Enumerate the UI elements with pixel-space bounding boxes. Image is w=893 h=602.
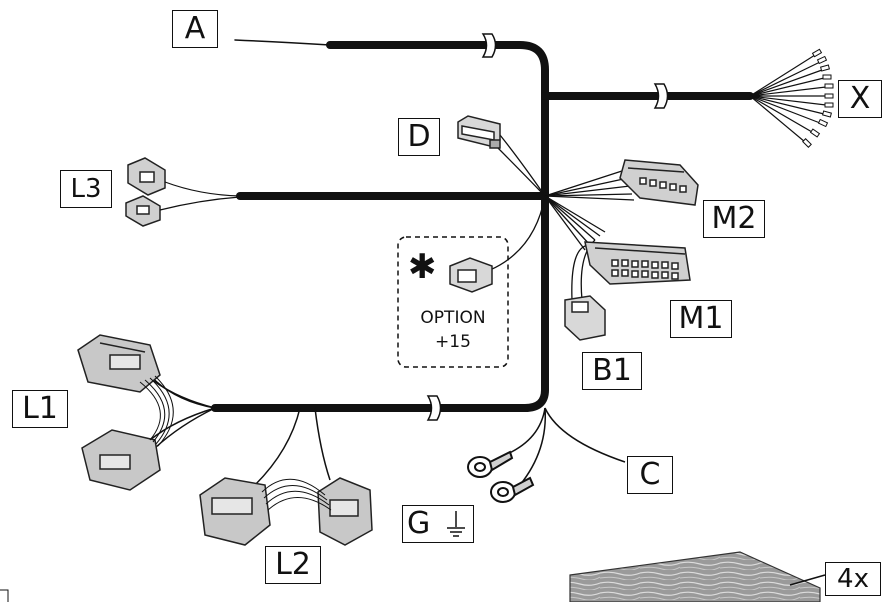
label-m2: M2 [703,200,765,238]
l1-cable-bundle [139,375,174,447]
connector-l2 [199,477,373,546]
corner-mark [0,589,9,602]
main-harness-trunk [211,39,754,412]
option-connector [449,257,493,293]
bottom-wires [144,369,626,486]
label-a: A [172,10,218,48]
label-g: G [402,505,474,543]
label-qty: 4x [825,562,881,596]
l2-cable-bundle [261,478,332,511]
connector-d [457,115,501,149]
option-label: OPTION [420,308,486,328]
asterisk-icon: ✱ [408,247,437,287]
connector-m2 [619,159,699,206]
label-d: D [398,118,440,156]
label-g-text: G [407,506,431,541]
l3-wires [159,181,241,211]
label-l1: L1 [12,390,68,428]
x-fanout-wires [749,54,827,143]
label-x: X [838,80,882,118]
label-m1: M1 [670,300,732,338]
option-box [397,236,509,368]
connector-m1 [584,241,691,285]
label-b1: B1 [582,352,642,390]
connector-b1 [564,295,606,341]
label-l3: L3 [60,170,112,208]
label-c: C [627,456,673,494]
x-wire-terminals [802,48,834,148]
label-l2: L2 [265,546,321,584]
adhesive-pad [569,551,826,602]
break-marks [426,33,669,421]
ring-terminals [467,450,535,503]
connector-l1 [77,334,161,491]
connector-l3 [125,157,166,227]
ground-icon [447,511,465,537]
junction-wires [489,134,635,301]
option-voltage: +15 [435,332,471,352]
